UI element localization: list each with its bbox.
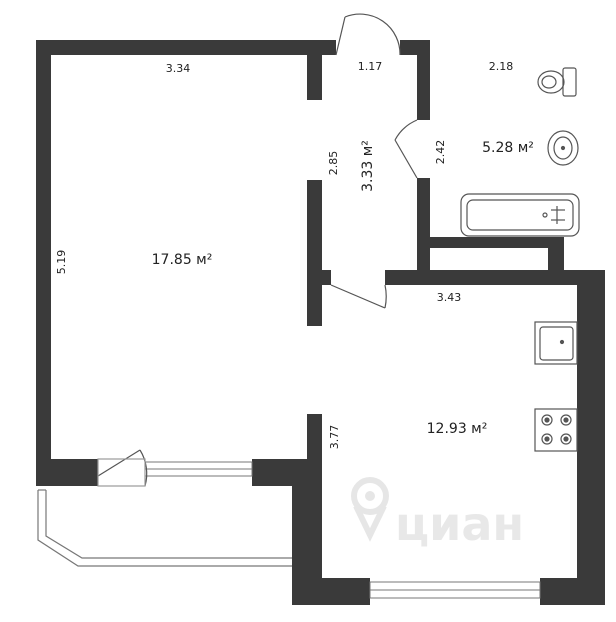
balcony: [37, 489, 292, 567]
balcony-rail-outer: [37, 490, 292, 567]
wall-left-living: [36, 40, 51, 486]
wall-kitchen-right: [577, 270, 605, 605]
toilet-icon: [537, 67, 577, 97]
area-bathroom: 5.28 м²: [482, 140, 534, 156]
wall-partition-lower: [307, 414, 322, 474]
door-entrance: [335, 16, 346, 56]
area-living: 17.85 м²: [152, 252, 213, 268]
wall-bath-nook-top: [417, 237, 564, 248]
wall-right-hall-upper: [417, 40, 430, 120]
dim-bathroom-width: 2.18: [489, 60, 514, 73]
wall-right-hall-lower: [417, 178, 430, 270]
area-kitchen: 12.93 м²: [427, 421, 488, 437]
watermark-pin-icon: [351, 477, 389, 542]
kitchen-fixtures: [534, 321, 578, 452]
bathtub-icon: [460, 193, 580, 237]
sink-icon: [547, 130, 579, 166]
dim-kitchen-width: 3.43: [437, 291, 462, 304]
stove-icon: [534, 408, 578, 452]
bathroom-fixtures: [460, 67, 580, 237]
door-kitchen: [330, 284, 386, 309]
door-balcony: [97, 449, 141, 477]
dim-living-height: 5.19: [55, 250, 68, 275]
balcony-rail-inner: [45, 490, 292, 559]
wall-partition-middle: [307, 180, 322, 326]
doors: [97, 13, 418, 487]
watermark: циан: [351, 477, 524, 551]
wall-bottom-left: [36, 459, 98, 486]
dim-kitchen-height: 3.77: [328, 425, 341, 450]
wall-kitchen-bottom-right: [540, 578, 605, 605]
wall-kitchen-bottom-left: [292, 578, 370, 605]
wall-hall-bottom-left: [307, 270, 331, 285]
wall-bath-nook-right: [548, 237, 564, 277]
area-hall: 3.33 м²: [360, 140, 376, 192]
wall-kitchen-top: [385, 270, 605, 285]
dim-living-width: 3.34: [166, 62, 191, 75]
kitchen-sink-icon: [534, 321, 578, 365]
watermark-text: циан: [395, 497, 524, 551]
dim-bathroom-height: 2.42: [434, 140, 447, 165]
dim-hall-width: 1.17: [358, 60, 383, 73]
wall-partition-upper: [307, 40, 322, 100]
door-bathroom: [394, 139, 418, 179]
dim-hall-height: 2.85: [327, 151, 340, 176]
walls: [36, 40, 605, 605]
wall-top-living: [36, 40, 336, 55]
